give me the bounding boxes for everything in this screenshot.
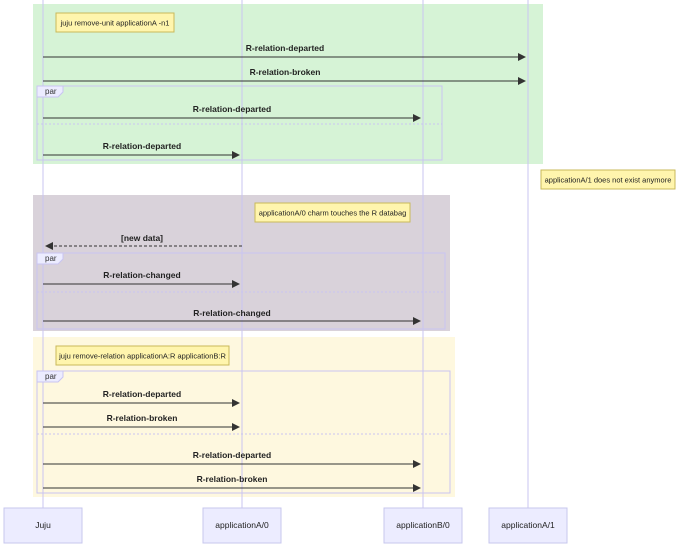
par-frame-3 [36,370,451,494]
message-label: R-relation-broken [250,67,321,77]
note-not-exist: applicationA/1 does not exist anymore [545,176,672,185]
message-label: R-relation-departed [103,389,181,399]
par-label-box-1 [36,85,64,98]
message-label: R-relation-broken [197,474,268,484]
note-remove-relation: juju remove-relation applicationA:R appl… [58,352,226,361]
message-label: R-relation-changed [193,308,270,318]
message-label: R-relation-departed [246,43,324,53]
par-label-box-2 [36,252,64,265]
par-label-2: par [45,254,57,263]
actor-label-applicationA-1: applicationA/1 [501,520,555,530]
message-label: [new data] [121,233,163,243]
actor-label-juju: Juju [35,520,51,530]
message-label: R-relation-departed [193,450,271,460]
actor-label-applicationA-0: applicationA/0 [215,520,269,530]
note-box-databag [254,202,411,223]
message-label: R-relation-departed [193,104,271,114]
note-box-not-exist [540,169,676,190]
actor-box-applicationA-0[interactable] [202,507,282,544]
note-remove-unit: juju remove-unit applicationA -n1 [60,19,170,28]
par-frame-2 [36,252,446,330]
message-label: R-relation-broken [107,413,178,423]
actor-box-applicationB-0[interactable] [383,507,463,544]
par-label-1: par [45,87,57,96]
par-frame-1 [36,85,443,161]
note-box-remove-unit [55,12,175,33]
message-label: R-relation-departed [103,141,181,151]
actor-box-juju[interactable] [3,507,83,544]
actor-box-applicationA-1[interactable] [488,507,568,544]
note-box-remove-relation [55,345,230,366]
par-label-box-3 [36,370,64,383]
note-databag: applicationA/0 charm touches the R datab… [259,209,407,218]
message-label: R-relation-changed [103,270,180,280]
actor-label-applicationB-0: applicationB/0 [396,520,450,530]
par-label-3: par [45,372,57,381]
